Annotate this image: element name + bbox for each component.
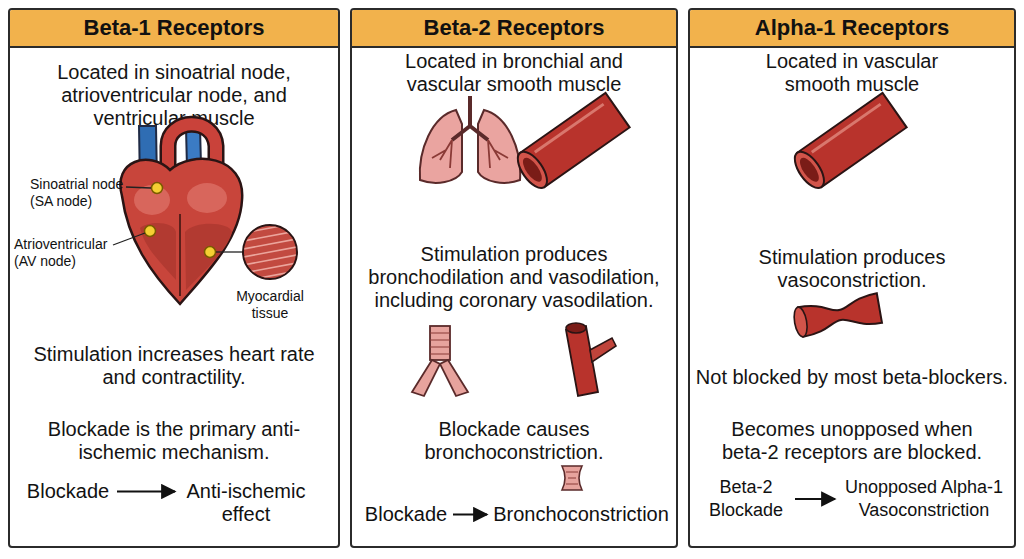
body-text: Blockade causes bronchoconstriction.: [394, 418, 634, 464]
flow-text: Beta-2 Blockade: [700, 476, 792, 522]
receptor-panel: Located in sinoatrial node, atrioventric…: [8, 8, 340, 548]
panel-header: Alpha-1 Receptors: [690, 10, 1014, 48]
flow-arrow: [453, 513, 487, 515]
panel-title: Alpha-1 Receptors: [690, 10, 1014, 46]
body-text: Stimulation produces bronchodilation and…: [359, 243, 669, 312]
flow-text: Blockade: [22, 480, 114, 503]
flow-text: Unopposed Alpha-1 Vasoconstriction: [838, 476, 1010, 522]
flow-term: Blockade: [362, 503, 450, 526]
flow-term: Unopposed Alpha-1 Vasoconstriction: [838, 476, 1010, 522]
callout-label: Sinoatrial node (SA node): [30, 176, 130, 210]
flow-term: Blockade: [22, 480, 114, 503]
flow-text: Anti-ischemic effect: [178, 480, 314, 526]
body-text: Located in vascular smooth muscle: [747, 50, 957, 96]
body-text: Stimulation produces vasoconstriction.: [732, 246, 972, 292]
flow-term: Bronchoconstriction: [490, 503, 672, 526]
flow-text: Bronchoconstriction: [490, 503, 672, 526]
receptor-panel: Located in vascular smooth muscleStimula…: [688, 8, 1016, 548]
callout-label: Myocardial tissue: [230, 288, 310, 322]
panel-header: Beta-2 Receptors: [352, 10, 676, 48]
flow-term: Beta-2 Blockade: [700, 476, 792, 522]
body-text: Blockade is the primary anti-ischemic me…: [34, 418, 314, 464]
receptor-panel: Located in bronchial and vascular smooth…: [350, 8, 678, 548]
body-text: Located in bronchial and vascular smooth…: [384, 50, 644, 96]
flow-arrow: [117, 490, 175, 492]
panel-title: Beta-1 Receptors: [10, 10, 338, 46]
flow-text: Blockade: [362, 503, 450, 526]
flow-term: Anti-ischemic effect: [178, 480, 314, 526]
callout-label: Atrioventricular (AV node): [14, 236, 114, 270]
panel-header: Beta-1 Receptors: [10, 10, 338, 48]
flow-arrow: [795, 498, 835, 500]
body-text: Stimulation increases heart rate and con…: [24, 343, 324, 389]
body-text: Not blocked by most beta-blockers.: [692, 366, 1012, 389]
body-text: Located in sinoatrial node, atrioventric…: [29, 61, 319, 130]
panel-title: Beta-2 Receptors: [352, 10, 676, 46]
body-text: Becomes unopposed when beta-2 receptors …: [712, 418, 992, 464]
